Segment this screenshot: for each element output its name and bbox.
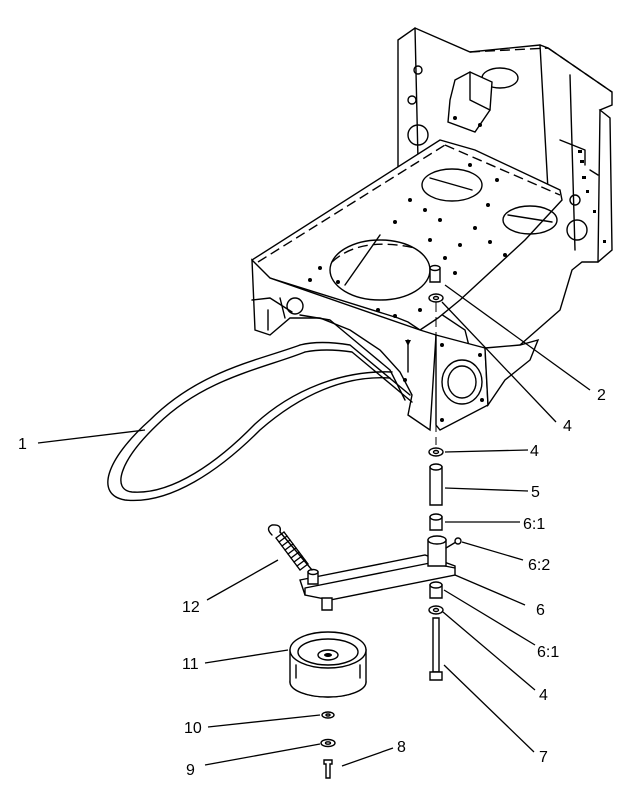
callout-labels: 1 2 4 4 5 6:1 6:2 6 6:1 4 7 8 9 10 11 12 [18, 387, 606, 779]
leader-lines [37, 284, 591, 767]
callout-1: 1 [18, 436, 27, 453]
callout-8: 8 [397, 739, 406, 756]
callout-12: 12 [182, 599, 200, 616]
callout-10: 10 [184, 720, 202, 737]
callout-5: 5 [531, 484, 540, 501]
callout-4-mid: 4 [530, 443, 539, 460]
callout-4-lower: 4 [539, 687, 548, 704]
extension-spring [267, 524, 313, 571]
callout-6: 6 [536, 602, 545, 619]
callout-6-1-lower: 6:1 [537, 644, 559, 661]
drive-belt [107, 341, 413, 502]
pulley-hardware [320, 711, 336, 779]
callout-9: 9 [186, 762, 195, 779]
idler-pulley [289, 631, 367, 698]
callout-2: 2 [597, 387, 606, 404]
idler-arm [299, 535, 462, 611]
mower-frame [251, 27, 613, 432]
callout-7: 7 [539, 749, 548, 766]
callout-6-1-upper: 6:1 [523, 516, 545, 533]
callout-4-upper: 4 [563, 418, 572, 435]
callout-6-2: 6:2 [528, 557, 550, 574]
hardware-stack [428, 264, 444, 681]
callout-11: 11 [182, 656, 199, 673]
